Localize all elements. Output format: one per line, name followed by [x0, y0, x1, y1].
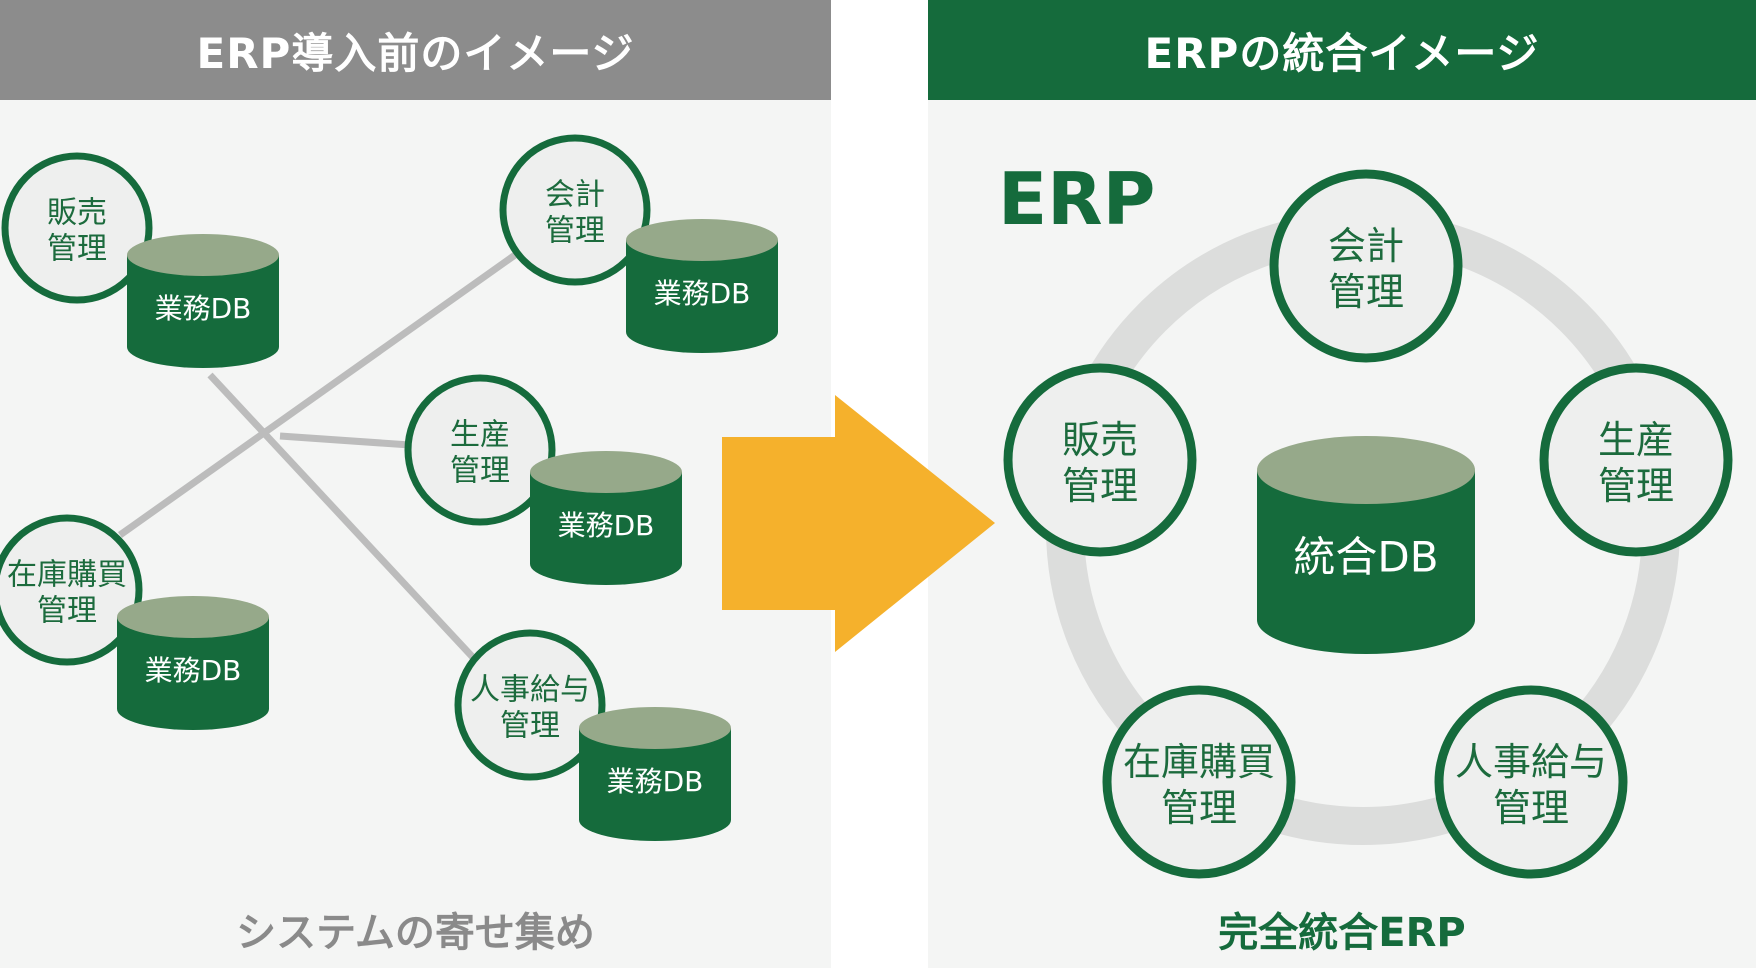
module-circle	[404, 374, 556, 526]
before-erp-panel: ERP導入前のイメージ	[0, 0, 831, 968]
database-body	[1257, 470, 1475, 654]
database-top	[530, 451, 682, 493]
module-label-line2: 管理	[450, 454, 510, 489]
module-circle	[1003, 363, 1197, 557]
module-label-line1: 会計	[1328, 224, 1404, 268]
erp-integrated-footer: 完全統合ERP	[1218, 910, 1466, 956]
database-body	[530, 472, 682, 585]
module-label-line1: 販売	[47, 196, 107, 231]
module-label-line2: 管理	[1598, 464, 1674, 508]
module-circle	[1102, 685, 1296, 879]
module-label-line2: 管理	[1328, 270, 1404, 314]
module-circle	[1434, 685, 1628, 879]
database-label: 業務DB	[654, 277, 751, 310]
link-line	[279, 432, 411, 449]
system-links	[117, 252, 518, 668]
module-circle	[0, 514, 143, 666]
module-label-line2: 管理	[500, 709, 560, 744]
integrated-database: 統合DB	[1257, 436, 1475, 654]
left-modules: 販売管理業務DB会計管理業務DB生産管理業務DB在庫購買管理業務DB人事給与管理…	[0, 134, 778, 841]
module-label-line1: 生産	[450, 418, 510, 453]
erp-integrated-header: ERPの統合イメージ	[928, 0, 1756, 100]
module-label-line1: 販売	[1062, 418, 1138, 462]
database-label: 統合DB	[1293, 533, 1438, 582]
business-database: 業務DB	[530, 451, 682, 585]
database-top	[1257, 436, 1475, 504]
database-label: 業務DB	[145, 654, 242, 687]
module-label-line1: 生産	[1598, 418, 1674, 462]
before-erp-header: ERP導入前のイメージ	[0, 0, 831, 100]
database-top	[127, 234, 279, 276]
transition-arrow	[722, 395, 995, 652]
module-circle	[1269, 169, 1463, 363]
erp-label: ERP	[998, 157, 1155, 241]
module-label-line1: 在庫購買	[7, 558, 127, 593]
database-body	[579, 728, 731, 841]
module-label-line2: 管理	[1062, 464, 1138, 508]
center-database: 統合DB	[1257, 436, 1475, 654]
module-circle	[454, 629, 606, 781]
database-top	[117, 596, 269, 638]
module-circle	[1, 152, 153, 304]
database-body	[117, 617, 269, 730]
database-label: 業務DB	[607, 765, 704, 798]
module-label-line2: 管理	[545, 214, 605, 249]
module-label-line1: 在庫購買	[1123, 740, 1275, 784]
database-top	[626, 219, 778, 261]
before-erp-title: ERP導入前のイメージ	[196, 28, 635, 78]
module-label-line1: 人事給与	[470, 673, 590, 708]
business-database: 業務DB	[117, 596, 269, 730]
module-label-line1: 人事給与	[1455, 740, 1607, 784]
database-top	[579, 707, 731, 749]
business-database: 業務DB	[127, 234, 279, 368]
link-line	[117, 252, 518, 538]
module-label-line2: 管理	[1161, 786, 1237, 830]
module-circle	[1539, 363, 1733, 557]
erp-integrated-title: ERPの統合イメージ	[1144, 28, 1540, 78]
database-body	[626, 240, 778, 353]
module-label-line1: 会計	[545, 178, 605, 213]
module-label-line2: 管理	[37, 594, 97, 629]
database-body	[127, 255, 279, 368]
module-label-line2: 管理	[1493, 786, 1569, 830]
database-label: 業務DB	[155, 292, 252, 325]
business-database: 業務DB	[626, 219, 778, 353]
database-label: 業務DB	[558, 509, 655, 542]
business-database: 業務DB	[579, 707, 731, 841]
before-erp-footer: システムの寄せ集め	[236, 910, 595, 956]
link-line	[207, 372, 483, 668]
module-label-line2: 管理	[47, 232, 107, 267]
module-circle	[499, 134, 651, 286]
